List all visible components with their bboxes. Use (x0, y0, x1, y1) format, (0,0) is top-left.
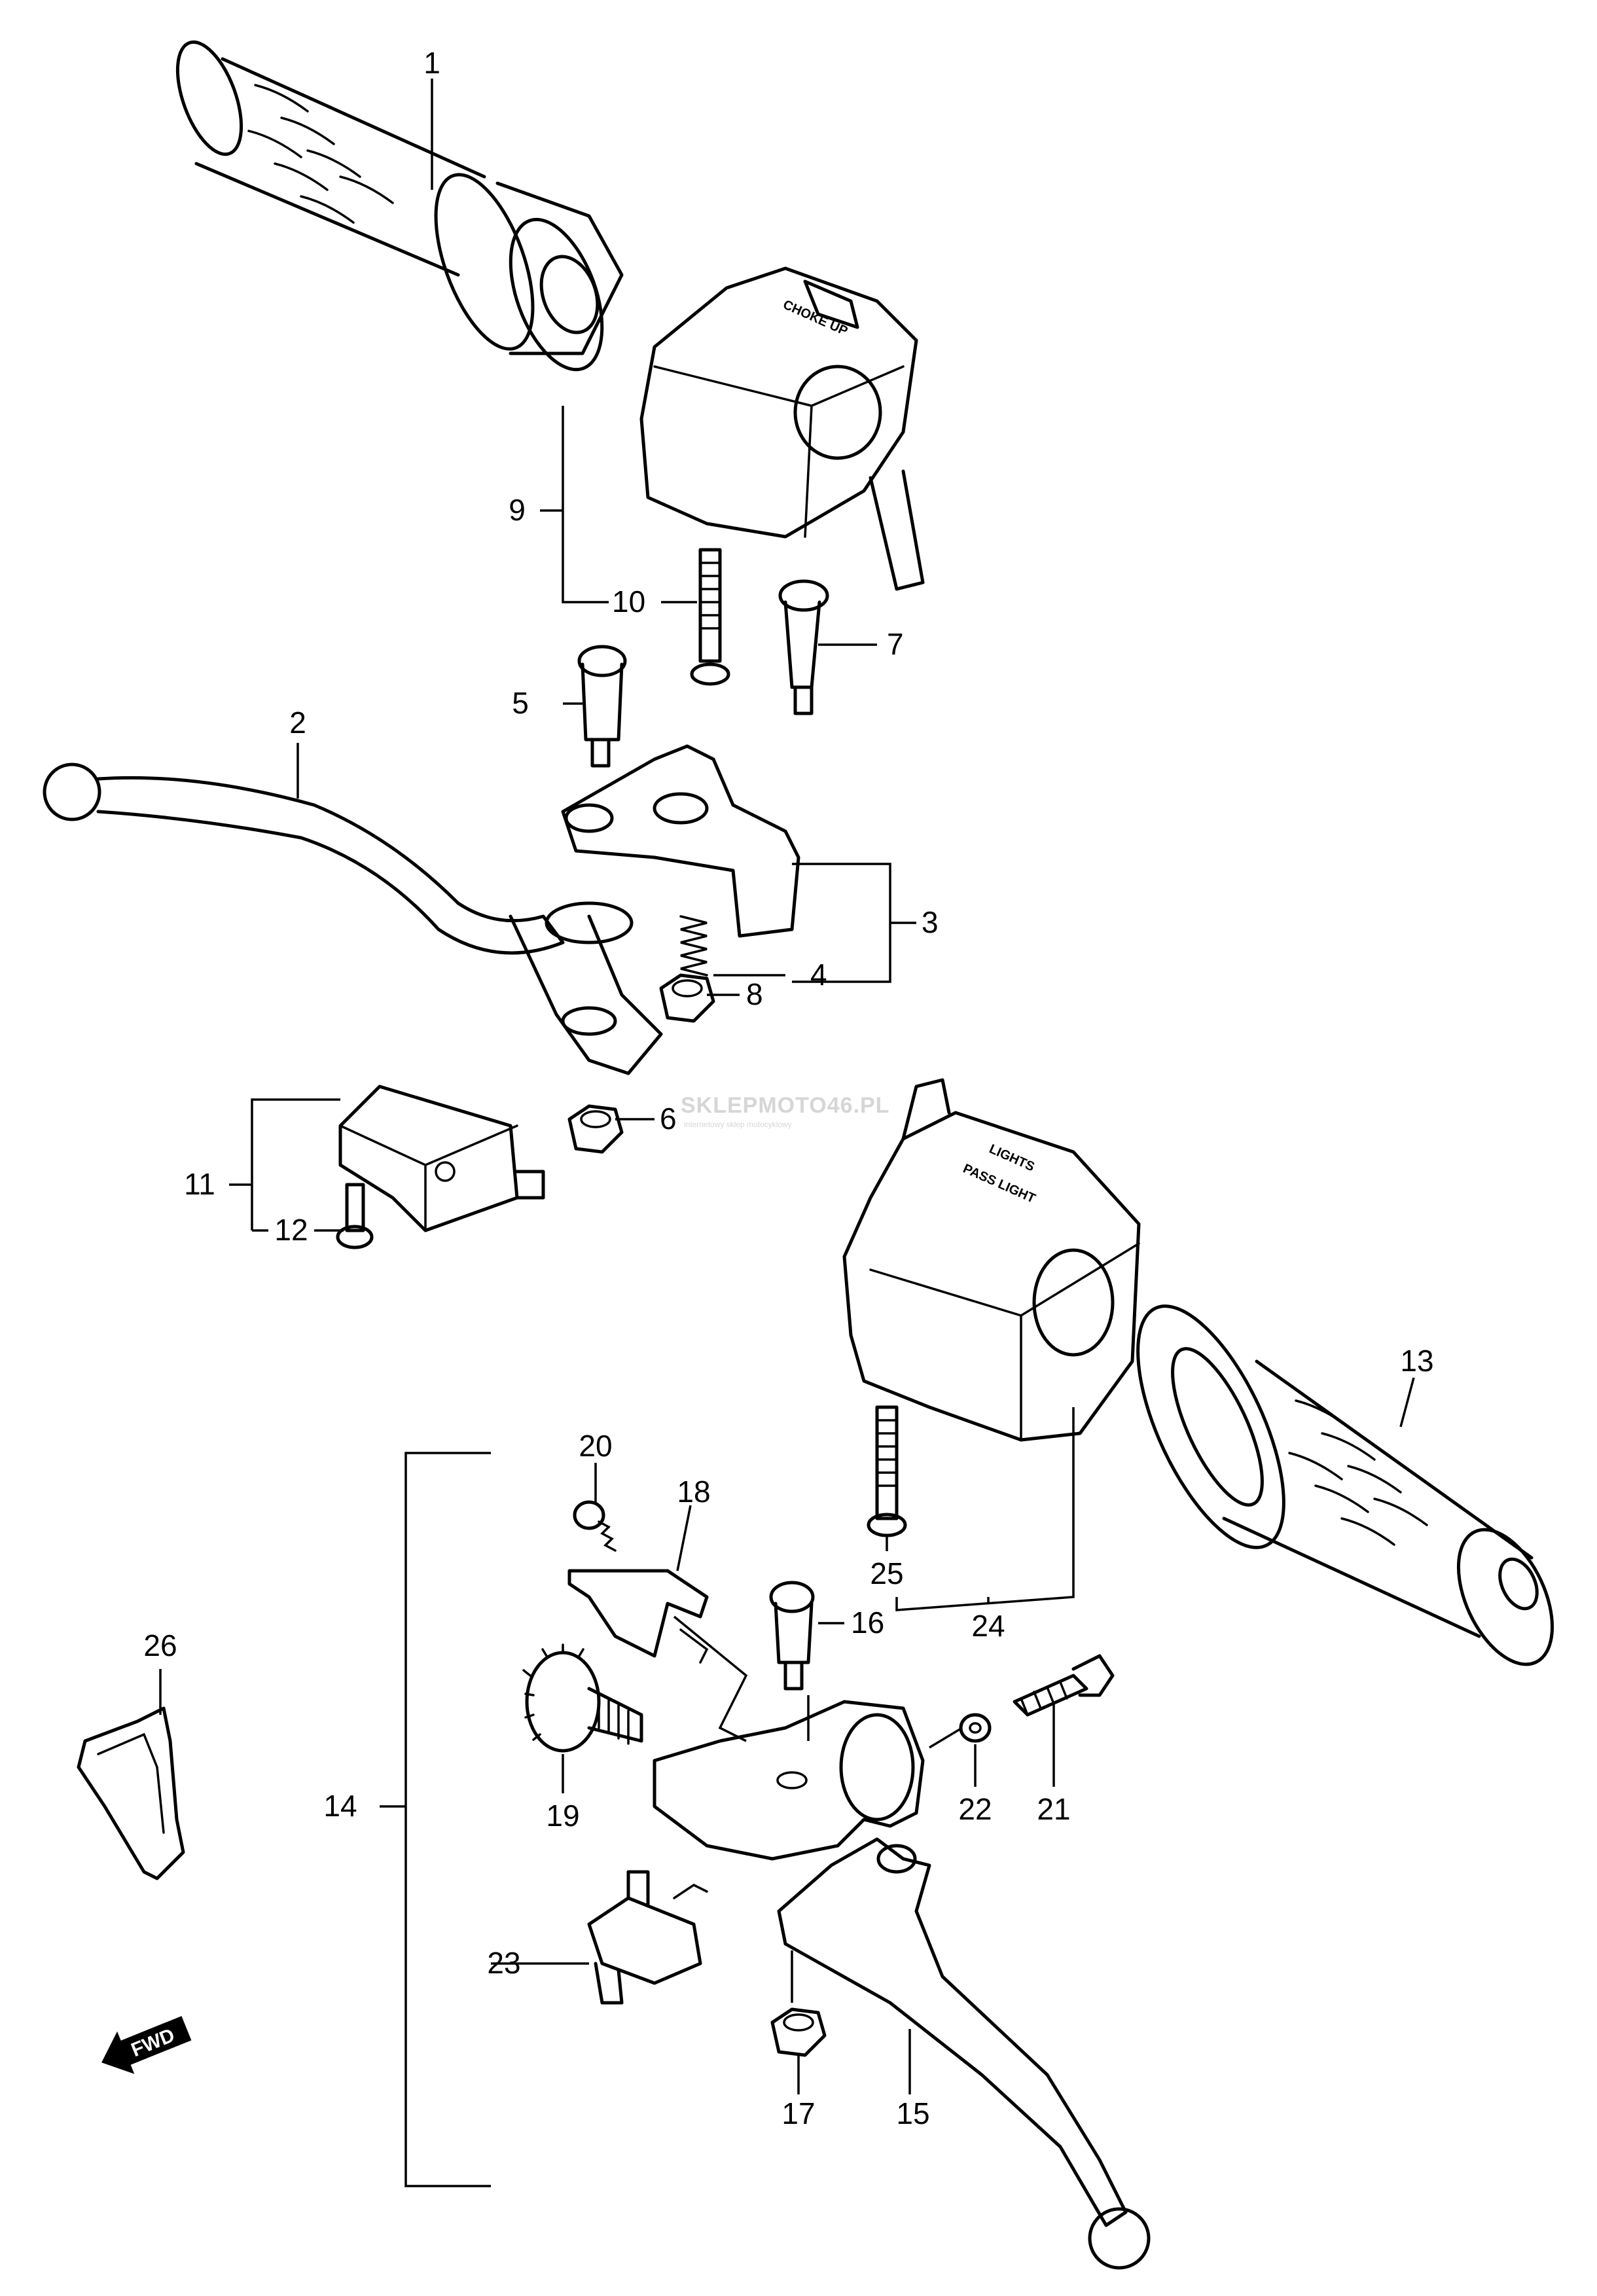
callout-26: 26 (143, 1628, 177, 1662)
callout-11: 11 (184, 1167, 215, 1201)
leader-lines (159, 79, 1415, 2187)
callout-13: 13 (1400, 1344, 1433, 1378)
pivot-bolt-5 (577, 645, 627, 768)
clutch-switch-11 (338, 1085, 545, 1232)
right-handle-grip (1136, 1304, 1554, 1666)
callout-20: 20 (579, 1429, 612, 1463)
screw-20 (573, 1500, 617, 1552)
cover-26 (77, 1706, 185, 1880)
brake-lever-holder-14 (653, 1700, 925, 1861)
callout-10: 10 (612, 584, 645, 619)
brake-switch-23 (587, 1870, 708, 2005)
front-brake-lever-15 (777, 1837, 1151, 2270)
callout-22: 22 (958, 1792, 992, 1826)
callout-5: 5 (512, 686, 529, 720)
screw-10 (690, 548, 730, 686)
screw-7 (778, 579, 829, 715)
screw-25 (867, 1405, 907, 1537)
fwd-arrow-icon: FWD (101, 2016, 192, 2074)
adjuster-19 (522, 1643, 643, 1753)
clutch-lever-holder (561, 744, 800, 938)
callout-3: 3 (922, 905, 939, 939)
callout-2: 2 (289, 706, 306, 740)
watermark-tagline: internetowy sklep motocyklowy (684, 1120, 792, 1129)
callout-14: 14 (323, 1789, 357, 1823)
callout-18: 18 (677, 1475, 710, 1509)
callout-16: 16 (851, 1605, 884, 1640)
bracket-18 (567, 1569, 709, 1664)
callout-19: 19 (546, 1799, 579, 1833)
bolt-21 (1013, 1654, 1115, 1717)
callout-17: 17 (781, 2096, 815, 2130)
callout-6: 6 (660, 1102, 677, 1136)
washer-22 (959, 1713, 992, 1743)
screw-12 (336, 1183, 374, 1249)
callout-23: 23 (487, 1946, 520, 1980)
svg-text:SKLEPMOTO46.PL: SKLEPMOTO46.PL (681, 1093, 889, 1118)
callout-9: 9 (509, 493, 526, 527)
callout-4: 4 (810, 958, 827, 992)
callout-numbers: 1 2 3 4 5 6 7 8 9 10 11 12 13 14 15 16 1… (143, 46, 1433, 2130)
right-switch-label-top: LIGHTS (987, 1141, 1037, 1174)
nut-17 (770, 2007, 827, 2057)
nut-8 (659, 973, 715, 1023)
callout-7: 7 (887, 627, 904, 661)
nut-6 (567, 1104, 624, 1154)
right-handlebar-switch: LIGHTS PASS LIGHT (842, 1078, 1141, 1442)
callout-1: 1 (423, 46, 440, 80)
left-handle-grip (175, 40, 624, 372)
callout-12: 12 (274, 1213, 308, 1247)
callout-15: 15 (896, 2096, 929, 2130)
callout-24: 24 (971, 1609, 1005, 1643)
pivot-bolt-16 (769, 1581, 815, 1691)
clutch-lever (43, 762, 663, 1075)
spring-4 (679, 915, 708, 977)
left-handlebar-switch: CHOKE UP (639, 266, 925, 591)
callout-25: 25 (870, 1556, 903, 1590)
watermark-logo: SKLEPMOTO46.PL internetowy sklep motocyk… (681, 1093, 889, 1129)
callout-8: 8 (746, 977, 763, 1011)
callout-21: 21 (1037, 1792, 1070, 1826)
